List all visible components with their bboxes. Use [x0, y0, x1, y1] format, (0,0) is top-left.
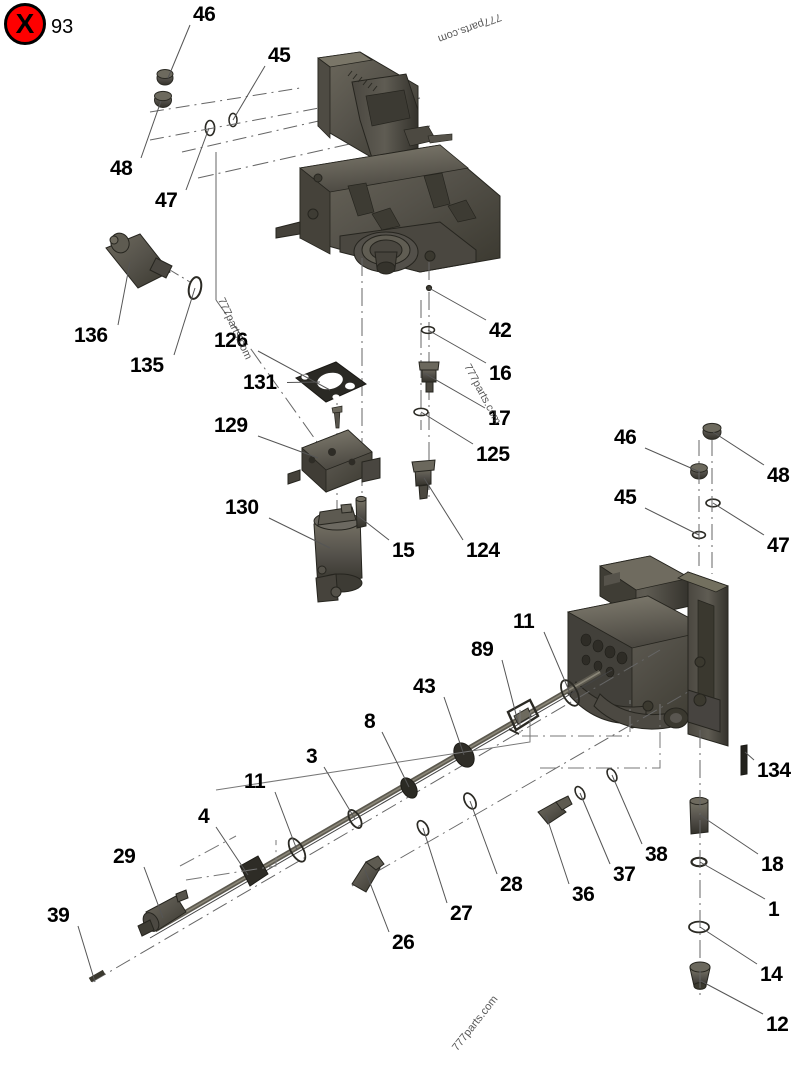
callout-label-4[interactable]: 4: [198, 805, 210, 828]
callout-label-45[interactable]: 45: [268, 44, 291, 67]
leader-line-131: [286, 381, 321, 383]
leader-line-16: [427, 329, 487, 364]
callout-label-8[interactable]: 8: [364, 710, 376, 733]
leader-line-134: [744, 751, 755, 761]
part-15-pin: [355, 495, 367, 529]
callout-label-26[interactable]: 26: [392, 931, 415, 954]
callout-label-12[interactable]: 12: [766, 1013, 789, 1036]
callout-label-18[interactable]: 18: [761, 853, 784, 876]
callout-label-134[interactable]: 134: [757, 759, 791, 782]
x-icon: X: [15, 8, 35, 39]
part-135-oring: [187, 276, 203, 300]
diagonal-shaft-assembly: [88, 649, 689, 983]
callout-label-29[interactable]: 29: [113, 845, 136, 868]
callout-label-14[interactable]: 14: [760, 963, 783, 986]
right-vertical-hardware: [411, 284, 440, 500]
callout-leader-lines: [77, 24, 766, 1015]
callout-label-28[interactable]: 28: [500, 873, 523, 896]
main-pump-assembly: [275, 51, 501, 275]
leader-line-12: [698, 979, 764, 1015]
callout-label-125[interactable]: 125: [476, 443, 510, 466]
callout-label-124[interactable]: 124: [466, 539, 500, 562]
callout-label-37[interactable]: 37: [613, 863, 636, 886]
leader-line-8: [381, 731, 410, 788]
callout-label-42[interactable]: 42: [489, 319, 512, 342]
leader-line-130: [268, 517, 331, 549]
callout-label-126[interactable]: 126: [214, 329, 248, 352]
leader-line-18: [699, 814, 759, 855]
badge-circle: [4, 3, 46, 45]
callout-label-11a[interactable]: 11: [513, 610, 535, 633]
leader-line-36: [545, 814, 570, 885]
leader-line-45: [232, 65, 266, 121]
leader-line-125: [420, 411, 474, 445]
callout-label-15[interactable]: 15: [392, 539, 415, 562]
leader-line-42: [428, 287, 487, 321]
callout-label-47b[interactable]: 47: [767, 534, 790, 557]
callout-label-17[interactable]: 17: [488, 407, 511, 430]
bottom-right-stack: [688, 730, 748, 1000]
callout-label-3[interactable]: 3: [306, 745, 318, 768]
leader-line-47: [185, 127, 210, 191]
leader-line-46: [167, 24, 191, 79]
leader-line-48b: [712, 431, 765, 466]
leader-line-26: [364, 869, 390, 933]
leader-line-14: [699, 926, 758, 965]
leader-line-126: [257, 350, 331, 391]
leader-line-3: [323, 766, 356, 820]
leader-line-15: [356, 514, 390, 541]
callout-label-47[interactable]: 47: [155, 189, 178, 212]
leader-line-1: [699, 861, 766, 900]
leader-line-89: [501, 659, 519, 723]
callout-label-11b[interactable]: 11: [244, 770, 266, 793]
leader-line-45b: [644, 507, 700, 536]
callout-label-45b[interactable]: 45: [614, 486, 637, 509]
leader-line-11b: [274, 791, 298, 851]
leader-line-39: [77, 925, 96, 983]
callout-label-136[interactable]: 136: [74, 324, 108, 347]
callout-label-129[interactable]: 129: [214, 414, 248, 437]
leader-line-37: [579, 792, 611, 865]
leader-line-28: [469, 800, 498, 875]
leader-line-11a: [543, 631, 571, 694]
leader-line-17: [423, 372, 486, 409]
callout-label-46[interactable]: 46: [193, 3, 216, 26]
callout-label-130[interactable]: 130: [225, 496, 259, 519]
callout-label-16[interactable]: 16: [489, 362, 512, 385]
callout-label-36[interactable]: 36: [572, 883, 595, 906]
leader-line-124: [423, 477, 464, 541]
leader-line-129: [257, 435, 319, 459]
part-136-filter: [105, 232, 173, 289]
callout-label-27[interactable]: 27: [450, 902, 473, 925]
part-129-pump-body: [287, 429, 381, 493]
status-badge-x[interactable]: X: [4, 3, 50, 49]
secondary-pump-assembly: [566, 555, 730, 747]
callout-label-48b[interactable]: 48: [767, 464, 790, 487]
callout-label-46b[interactable]: 46: [614, 426, 637, 449]
part-130-canister: [313, 503, 363, 603]
leader-line-27: [422, 827, 448, 904]
callout-label-1[interactable]: 1: [768, 898, 780, 921]
callout-label-48[interactable]: 48: [110, 157, 133, 180]
callout-label-38[interactable]: 38: [645, 843, 668, 866]
leader-line-46b: [644, 447, 701, 473]
callout-label-131[interactable]: 131: [243, 371, 277, 394]
callout-label-43[interactable]: 43: [413, 675, 436, 698]
leader-line-136: [117, 261, 131, 326]
leader-line-38: [611, 774, 643, 845]
leader-line-47b: [712, 502, 765, 536]
leader-line-135: [173, 287, 196, 356]
callout-label-135[interactable]: 135: [130, 354, 164, 377]
secondary-top-hardware: [690, 422, 722, 574]
leader-line-29: [143, 866, 164, 919]
leader-line-48: [140, 100, 162, 159]
callout-label-39[interactable]: 39: [47, 904, 70, 927]
leader-line-43: [443, 696, 465, 756]
callout-label-89[interactable]: 89: [471, 638, 494, 661]
part-131-gasket: [295, 361, 367, 403]
leader-line-4: [215, 826, 249, 876]
badge-number: 93: [51, 16, 74, 38]
part-126-screw: [331, 405, 343, 429]
